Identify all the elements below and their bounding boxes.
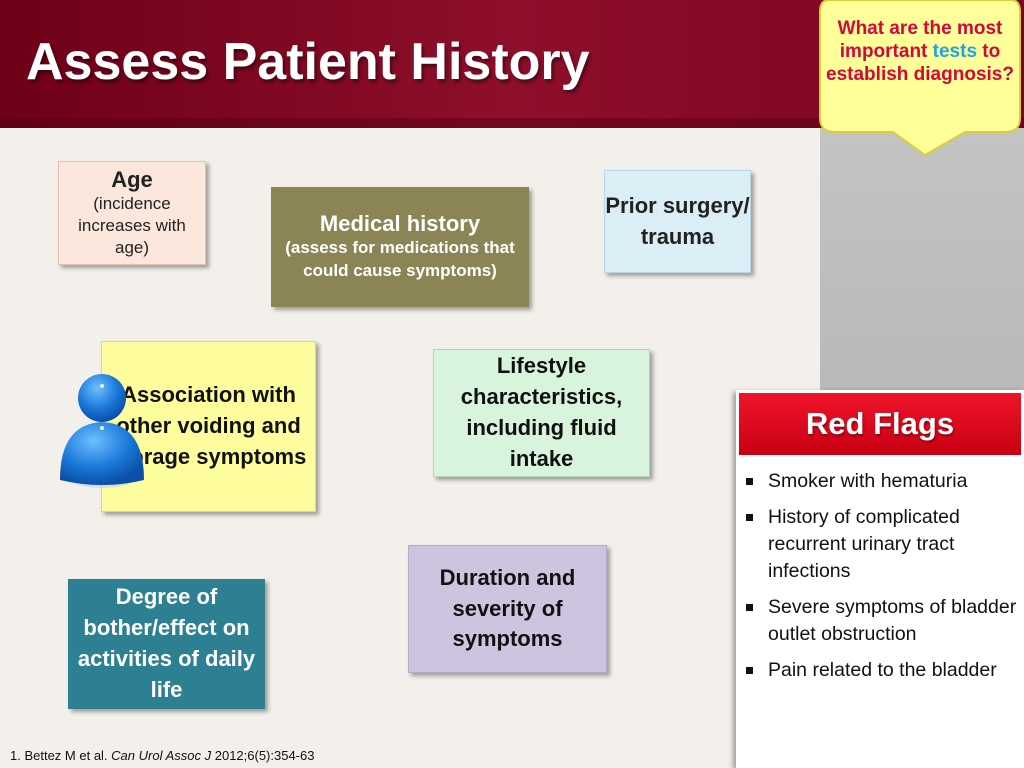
list-item-text: Pain related to the bladder bbox=[768, 659, 997, 681]
red-flags-title: Red Flags bbox=[805, 406, 955, 441]
association-box: Association with other voiding and stora… bbox=[101, 341, 316, 512]
list-item: Severe symptoms of bladder outlet obstru… bbox=[746, 594, 1018, 648]
bullet-icon bbox=[746, 514, 753, 521]
list-item-text: Smoker with hematuria bbox=[768, 470, 968, 492]
medical-history-title: Medical history bbox=[319, 211, 481, 237]
title-bar-shadow bbox=[0, 118, 1024, 128]
callout-speech-bubble bbox=[819, 0, 1021, 157]
list-item-text: Severe symptoms of bladder outlet obstru… bbox=[768, 596, 1017, 645]
red-flags-list: Smoker with hematuria History of complic… bbox=[746, 468, 1018, 693]
page-title: Assess Patient History bbox=[26, 33, 590, 91]
prior-surgery-box: Prior surgery/ trauma bbox=[604, 170, 751, 273]
callout-question: What are the most important tests to est… bbox=[822, 18, 1018, 86]
footnote-journal: Can Urol Assoc J bbox=[111, 748, 212, 763]
list-item: Pain related to the bladder bbox=[746, 657, 1018, 684]
lifestyle-box: Lifestyle characteristics, including flu… bbox=[433, 349, 650, 477]
list-item: History of complicated recurrent urinary… bbox=[746, 504, 1018, 585]
age-title: Age bbox=[111, 167, 153, 193]
age-subtitle: (incidence increases with age) bbox=[78, 194, 186, 257]
duration-box: Duration and severity of symptoms bbox=[408, 545, 607, 673]
red-flags-panel: Red Flags Smoker with hematuria History … bbox=[736, 390, 1024, 768]
callout-highlight: tests bbox=[932, 40, 978, 62]
bullet-icon bbox=[746, 667, 753, 674]
callout-text-post: to establish diagnosis? bbox=[826, 40, 1014, 85]
bullet-icon bbox=[746, 604, 753, 611]
footnote-citation: 1. Bettez M et al. Can Urol Assoc J 2012… bbox=[10, 748, 314, 763]
footnote-suffix: 2012;6(5):354-63 bbox=[214, 748, 315, 763]
footnote-prefix: 1. Bettez M et al. bbox=[10, 748, 108, 763]
bullet-icon bbox=[746, 478, 753, 485]
degree-of-bother-box: Degree of bother/effect on activities of… bbox=[68, 579, 265, 709]
callout-text-pre: What are the most important bbox=[837, 18, 1003, 62]
list-item-text: History of complicated recurrent urinary… bbox=[768, 506, 960, 582]
list-item: Smoker with hematuria bbox=[746, 468, 1018, 495]
medical-history-subtitle: (assess for medications that could cause… bbox=[285, 238, 515, 280]
age-box: Age (incidence increases with age) bbox=[58, 161, 206, 265]
medical-history-box: Medical history (assess for medications … bbox=[271, 187, 529, 307]
red-flags-header bbox=[736, 390, 1024, 460]
person-icon bbox=[60, 374, 144, 488]
